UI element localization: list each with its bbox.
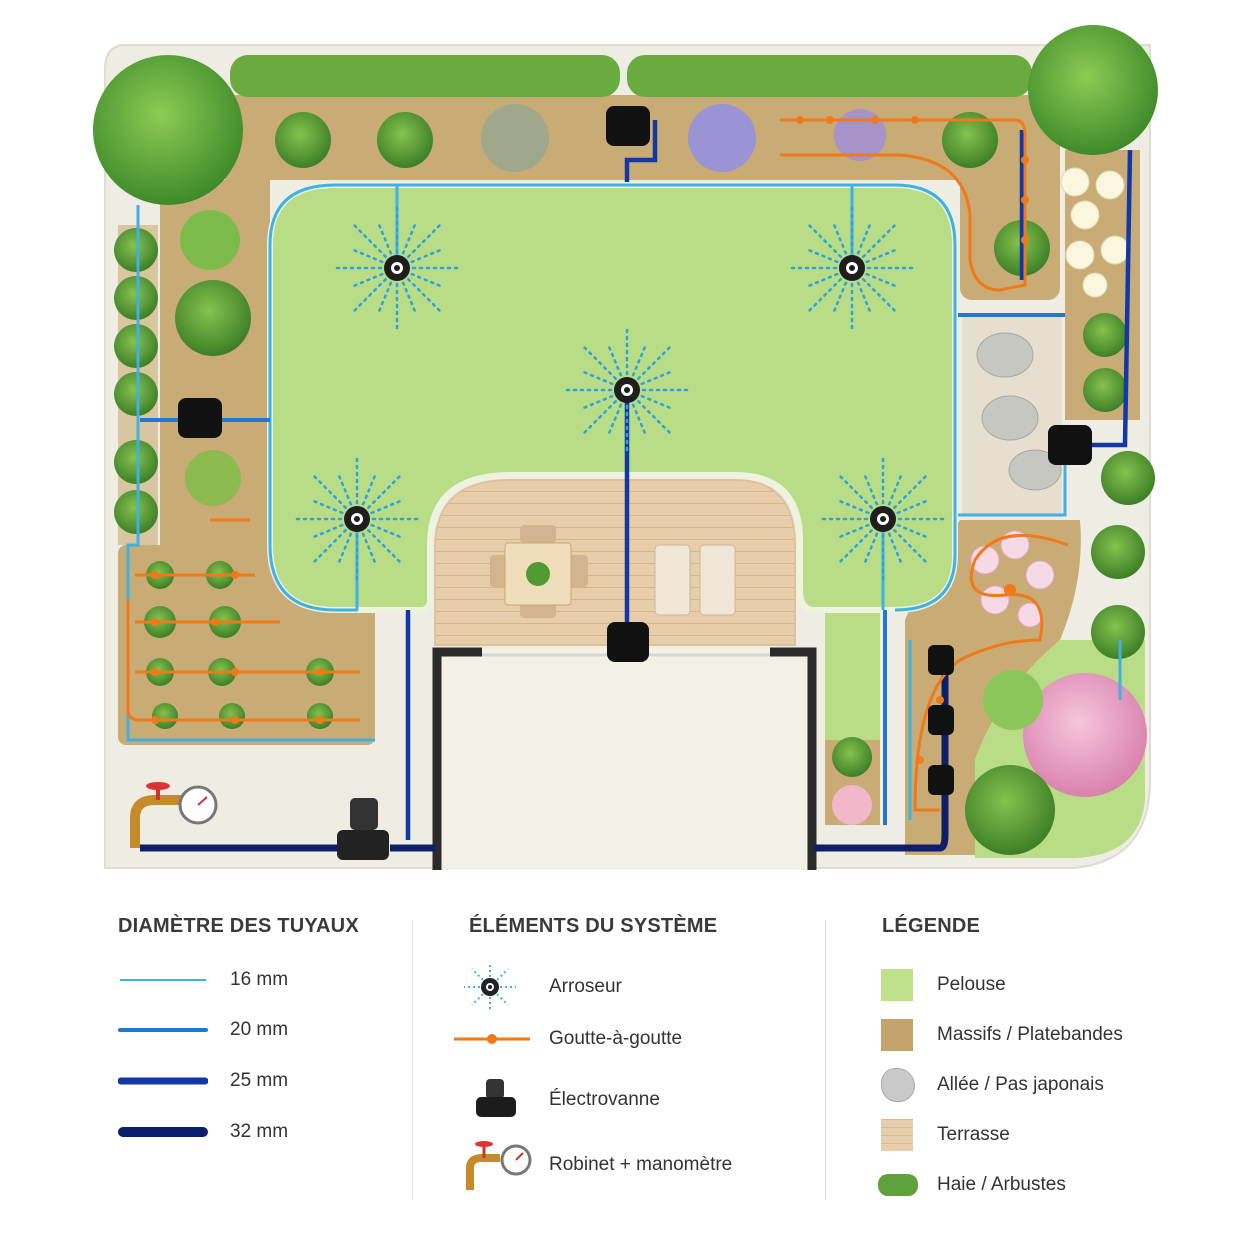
table-set (490, 525, 588, 618)
shrubs (175, 104, 1147, 855)
stone-swatch (881, 1068, 915, 1102)
drip-line-icon (454, 1034, 530, 1044)
pipe-25mm-swatch (118, 1077, 208, 1085)
tree-right (1028, 25, 1158, 155)
legend-terrace: Terrasse (880, 1115, 1200, 1155)
pipe-32mm-swatch (118, 1127, 208, 1137)
drip-label: Goutte-à-goutte (549, 1028, 683, 1049)
legend-elements-title: ÉLÉMENTS DU SYSTÈME (469, 915, 718, 937)
sprinkler-head (565, 328, 689, 452)
legend-zones-title: LÉGENDE (882, 915, 981, 937)
sun-loungers (654, 544, 736, 616)
path-label: Allée / Pas japonais (937, 1074, 1104, 1095)
valve-boxes (178, 106, 1092, 795)
hedge-right (1091, 451, 1155, 659)
legend-pipe-16: 16 mm (118, 960, 398, 1000)
faucet-gauge-icon (466, 1141, 532, 1190)
legend-elements: ÉLÉMENTS DU SYSTÈME Arroseur Goutte-à-go… (452, 915, 812, 1190)
legend-sprinkler: Arroseur (452, 963, 812, 1011)
sprinkler-icon (464, 963, 516, 1011)
pipe-16-label: 16 mm (230, 969, 289, 990)
tree-left (93, 55, 243, 205)
faucet-label: Robinet + manomètre (549, 1154, 733, 1175)
hedge-label: Haie / Arbustes (937, 1174, 1066, 1195)
pipe-20mm-swatch (118, 1028, 208, 1032)
pipe-32-label: 32 mm (230, 1121, 289, 1142)
pipe-25-label: 25 mm (230, 1070, 289, 1091)
sprinkler-head (335, 206, 459, 330)
lawn-strip (825, 610, 880, 740)
sprinklers (295, 206, 945, 581)
beds-swatch (881, 1019, 913, 1051)
legend-divider-1 (412, 920, 413, 1200)
solenoid-label: Électrovanne (549, 1089, 660, 1110)
legend-faucet: Robinet + manomètre (452, 1140, 812, 1190)
hedge-swatch (878, 1174, 918, 1196)
legend-lawn: Pelouse (880, 965, 1200, 1005)
pipe-20-label: 20 mm (230, 1019, 289, 1040)
legend-beds: Massifs / Platebandes (880, 1015, 1200, 1055)
legend-pipe-20: 20 mm (118, 1010, 398, 1050)
legend-pipe-25: 25 mm (118, 1061, 398, 1101)
faucet-gauge (130, 782, 218, 848)
legend-zones: LÉGENDE Pelouse Massifs / Platebandes Al… (878, 915, 1200, 1196)
sprinkler-head (790, 206, 914, 330)
garden-plan (93, 25, 1158, 870)
legend-pipes: DIAMÈTRE DES TUYAUX 16 mm 20 mm 25 mm 32… (118, 915, 398, 1142)
legend-pipe-32: 32 mm (118, 1112, 398, 1152)
house (435, 648, 815, 870)
pipe-16mm (126, 183, 1122, 820)
legend-path: Allée / Pas japonais (880, 1065, 1200, 1105)
lawn-label: Pelouse (937, 974, 1006, 995)
white-flowers (1060, 167, 1130, 298)
pipe-16mm-swatch (120, 979, 206, 981)
terrace-label: Terrasse (937, 1124, 1010, 1145)
main-solenoid-valve (337, 798, 389, 860)
terrace-swatch (881, 1119, 913, 1151)
sprinkler-label: Arroseur (549, 976, 622, 997)
legend-hedge: Haie / Arbustes (878, 1165, 1200, 1205)
terrace (434, 479, 796, 646)
pipe-32mm (140, 650, 949, 852)
solenoid-valve-icon (476, 1079, 516, 1117)
drip-emitters (151, 116, 1029, 764)
legend-pipes-title: DIAMÈTRE DES TUYAUX (118, 915, 359, 937)
legend-solenoid: Électrovanne (452, 1075, 812, 1125)
legend-divider-2 (825, 920, 826, 1200)
drip-lines (126, 118, 1069, 812)
lawn-swatch (881, 969, 913, 1001)
hedge-left (114, 228, 158, 534)
hedge-top (230, 55, 1032, 97)
legend-drip: Goutte-à-goutte (452, 1019, 812, 1059)
beds-label: Massifs / Platebandes (937, 1024, 1123, 1045)
sprinkler-head (295, 457, 419, 581)
sprinkler-head (821, 457, 945, 581)
